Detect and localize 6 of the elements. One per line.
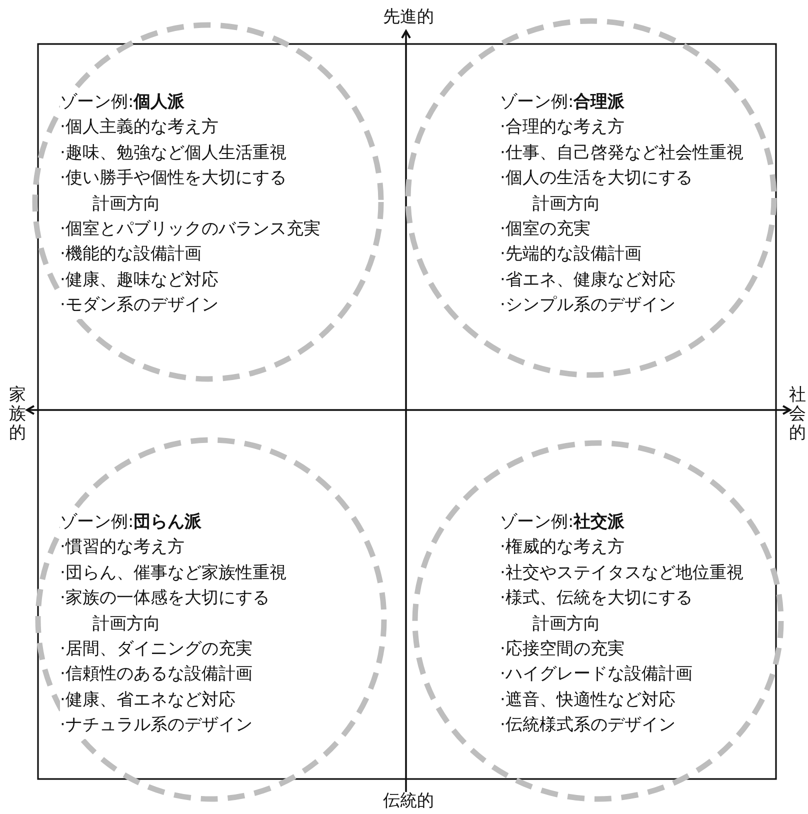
bullet-item: ·モダン系のデザイン — [60, 293, 218, 319]
axis-label: 先進的 — [383, 8, 434, 27]
axis-label: 家族的 — [9, 386, 26, 443]
bullet-item: ·健康、省エネなど対応 — [60, 688, 236, 714]
axis-label: 伝統的 — [383, 792, 434, 811]
axis-label: 社会的 — [789, 386, 806, 443]
